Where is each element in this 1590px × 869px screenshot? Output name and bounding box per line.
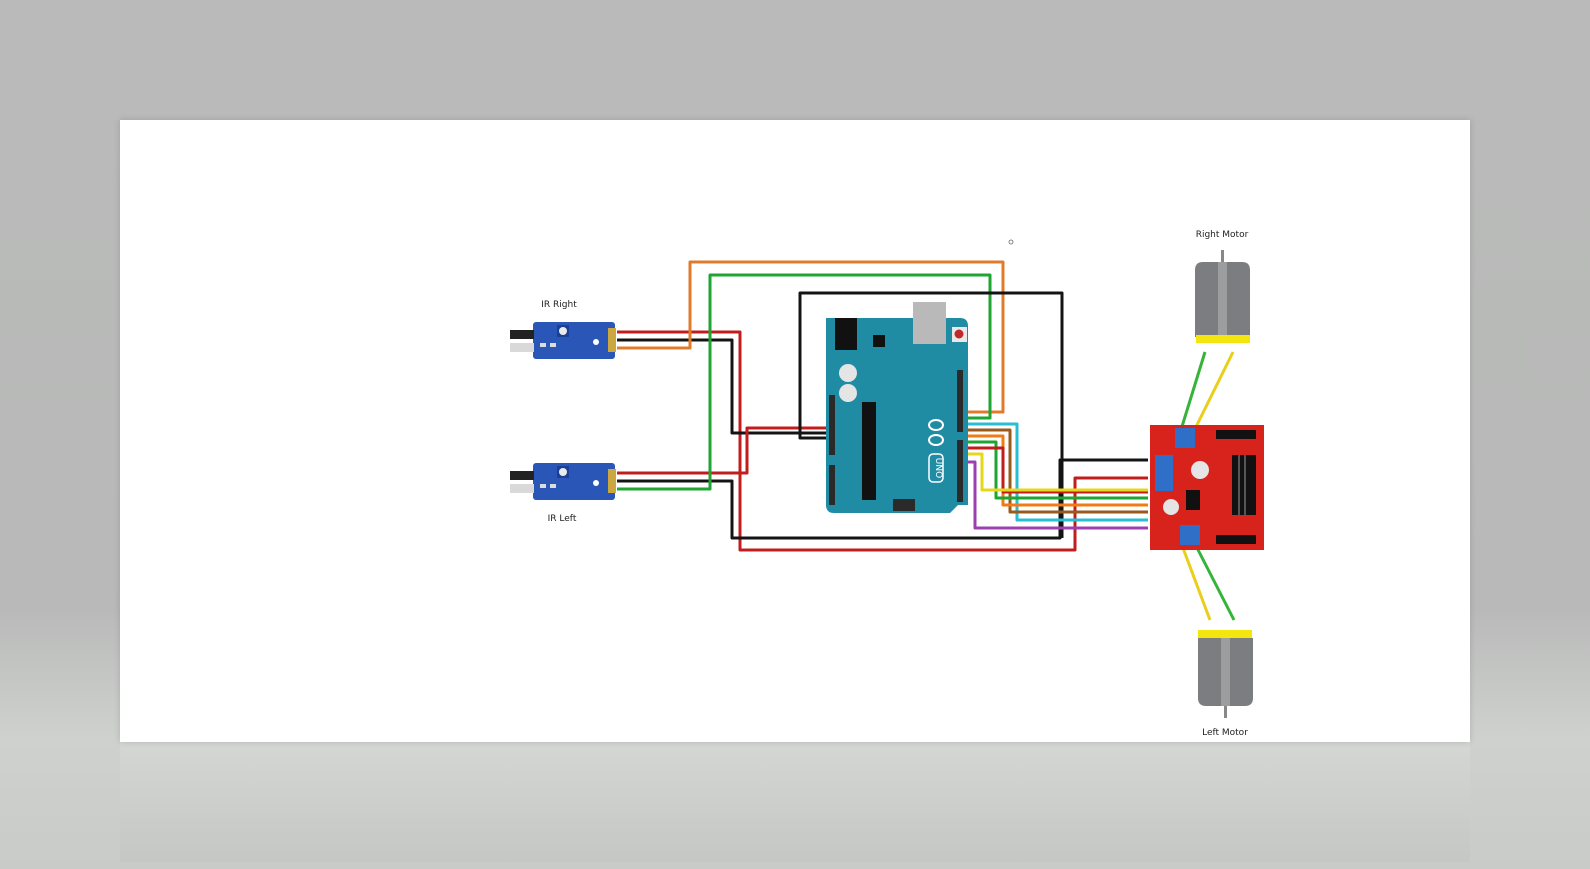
wire-ir-left-vcc bbox=[617, 426, 828, 475]
uno-label: UNO bbox=[933, 458, 943, 478]
wire-gnd-loop bbox=[798, 291, 1064, 538]
ir-left-label: IR Left bbox=[548, 514, 577, 524]
wire-ir-right-vcc bbox=[617, 330, 1148, 552]
wire-in-yellow bbox=[966, 452, 1148, 492]
wires bbox=[617, 260, 1236, 621]
l298n-motor-driver bbox=[1150, 425, 1264, 550]
ir-right-label: IR Right bbox=[541, 300, 577, 310]
wire-in-cyan bbox=[966, 422, 1148, 522]
wire-ir-left-out bbox=[617, 273, 992, 491]
wire-right-motor-green bbox=[1178, 351, 1207, 434]
left-motor-label: Left Motor bbox=[1202, 728, 1248, 738]
wire-in-purple bbox=[966, 460, 1148, 530]
wire-right-motor-yellow bbox=[1191, 351, 1235, 434]
wire-in-green bbox=[966, 440, 1148, 500]
ir-right-sensor bbox=[510, 322, 616, 359]
right-motor bbox=[1195, 250, 1250, 343]
wire-left-motor-yellow bbox=[1178, 539, 1212, 621]
stray-point bbox=[1008, 239, 1014, 245]
wire-left-motor-green bbox=[1191, 539, 1236, 621]
wire-in-brown bbox=[966, 428, 1148, 514]
wire-ir-left-gnd bbox=[617, 458, 1148, 540]
arduino-uno-board: UNO bbox=[826, 302, 968, 513]
diagram-canvas: IR Right IR Left bbox=[120, 120, 1470, 742]
wire-ir-right-out bbox=[617, 260, 1005, 414]
wire-ir-right-gnd bbox=[617, 338, 828, 435]
circuit-diagram: IR Right IR Left bbox=[510, 230, 1264, 738]
wire-in-orange bbox=[966, 434, 1148, 507]
wire-in-red bbox=[966, 446, 1148, 494]
sheet-reflection bbox=[120, 742, 1470, 862]
right-motor-label: Right Motor bbox=[1196, 230, 1249, 240]
ir-left-sensor bbox=[510, 463, 616, 500]
left-motor bbox=[1198, 630, 1253, 718]
